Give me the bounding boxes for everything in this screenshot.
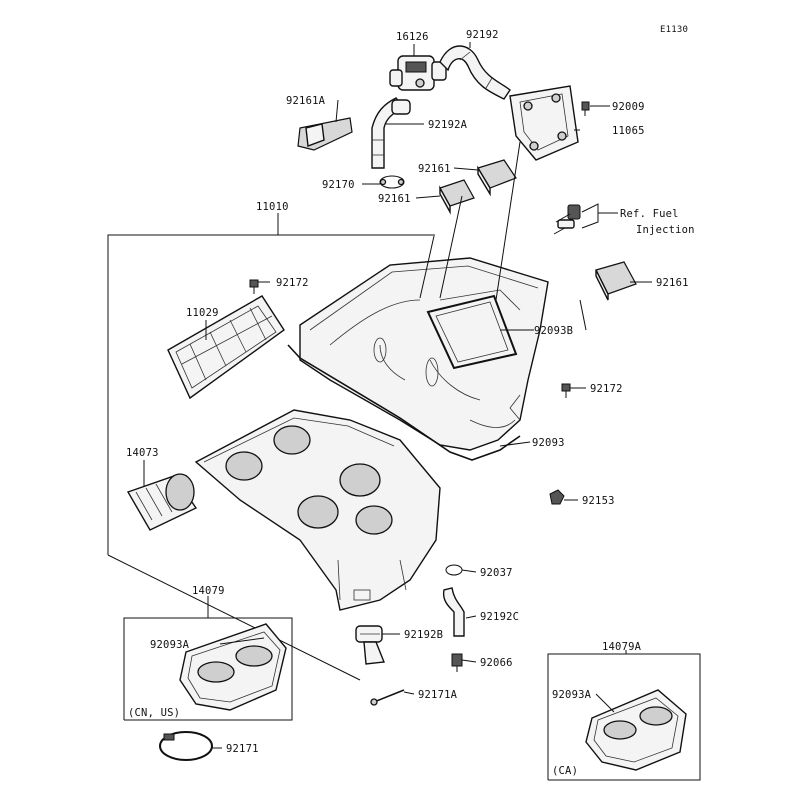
gasket-92093-outline <box>287 344 521 461</box>
label-92192C: 92192C <box>480 611 519 623</box>
cover-14079A <box>585 689 687 771</box>
label-11065: 11065 <box>612 125 645 137</box>
label-11010: 11010 <box>256 201 289 213</box>
label-92153: 92153 <box>582 495 615 507</box>
injector-reference-part <box>553 204 581 235</box>
screw-92172-left <box>249 279 259 294</box>
hose-92192A <box>371 97 411 169</box>
label-ca: (CA) <box>552 765 578 777</box>
detail-box-14079 <box>123 596 293 721</box>
label-92161-b: 92161 <box>378 193 411 205</box>
hose-92192C <box>442 587 465 637</box>
label-cn-us: (CN, US) <box>128 707 180 719</box>
plate-11065 <box>509 85 579 161</box>
label-92093A-b: 92093A <box>552 689 592 701</box>
gasket-92093B-frame <box>426 294 518 370</box>
label-16126: 16126 <box>396 31 429 43</box>
label-92170: 92170 <box>322 179 355 191</box>
air-switching-valve-16126 <box>389 55 447 91</box>
label-92093: 92093 <box>532 437 565 449</box>
label-92066: 92066 <box>480 657 513 669</box>
label-11029: 11029 <box>186 307 219 319</box>
clip-92171A <box>370 689 405 706</box>
pad-92161-upper <box>477 159 517 197</box>
label-92037: 92037 <box>480 567 513 579</box>
label-92192: 92192 <box>466 29 499 41</box>
drain-hose-92192B <box>355 625 385 665</box>
label-14079A: 14079A <box>602 641 642 653</box>
label-14073: 14073 <box>126 447 159 459</box>
intake-boot-14073 <box>126 473 198 531</box>
leader-lines <box>143 42 652 749</box>
label-92161A: 92161A <box>286 95 326 107</box>
label-92172-a: 92172 <box>276 277 309 289</box>
air-cleaner-lower-housing <box>194 409 441 611</box>
screw-92153 <box>549 489 565 505</box>
detail-box-14079A <box>547 650 701 781</box>
clamp-92171 <box>159 731 213 761</box>
label-92171A: 92171A <box>418 689 458 701</box>
label-ref-injection: Injection <box>636 224 695 236</box>
label-92192A: 92192A <box>428 119 468 131</box>
pad-92161A <box>297 117 353 151</box>
label-14079: 14079 <box>192 585 225 597</box>
label-92161-a: 92161 <box>418 163 451 175</box>
cover-14079 <box>179 623 287 711</box>
clamp-92037 <box>445 564 463 576</box>
label-92009: 92009 <box>612 101 645 113</box>
label-92171: 92171 <box>226 743 259 755</box>
pad-92161-lower <box>439 179 475 215</box>
air-filter-element-11029 <box>167 295 285 400</box>
screw-92172-right <box>561 383 571 398</box>
ref-bracket <box>581 203 618 229</box>
label-ref-fuel: Ref. Fuel <box>620 208 679 220</box>
label-92161-c: 92161 <box>656 277 689 289</box>
label-92093B: 92093B <box>534 325 573 337</box>
hose-92192 <box>439 45 511 100</box>
diagram-code: E1130 <box>660 25 688 35</box>
clamp-92170 <box>379 175 405 189</box>
pad-92161-right <box>595 261 637 301</box>
part-labels: 16126 92192 92161A 92192A 92009 11065 92… <box>126 29 695 777</box>
plug-92066 <box>451 653 463 672</box>
air-cleaner-upper-housing <box>299 257 549 451</box>
screw-92009 <box>581 101 590 116</box>
label-92172-b: 92172 <box>590 383 623 395</box>
label-92093A-a: 92093A <box>150 639 190 651</box>
label-92192B: 92192B <box>404 629 443 641</box>
